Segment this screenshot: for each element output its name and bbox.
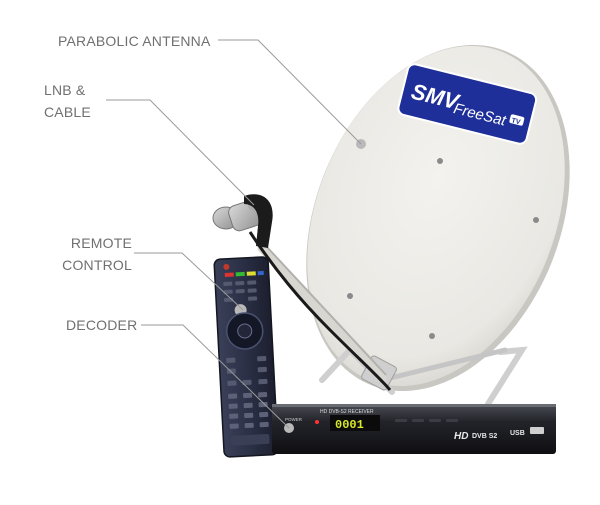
antenna-label: PARABOLIC ANTENNA: [58, 30, 211, 52]
remote-label: REMOTE CONTROL: [50, 232, 132, 276]
cable: [248, 231, 392, 391]
logo-tv-badge: [509, 114, 525, 126]
remote-control: [213, 256, 279, 458]
leader-lines: [106, 39, 362, 429]
decoder-body: [272, 404, 556, 454]
decoder-model-text: HD DVB-S2 RECEIVER: [320, 409, 374, 415]
lnb-label: LNB & CABLE: [44, 79, 100, 123]
remote-number-keys: [228, 391, 270, 446]
mount-arm: [379, 347, 508, 383]
leader-decoder: [141, 324, 290, 429]
remote-power-button: [223, 263, 230, 270]
dish-bolt: [429, 333, 435, 339]
antenna-label-text: PARABOLIC ANTENNA: [58, 33, 211, 49]
remote-blue-key: [257, 270, 264, 276]
decoder-front-buttons: [395, 419, 458, 422]
lnb: [212, 194, 273, 248]
decoder-dvb-label: DVB S2: [472, 433, 497, 440]
logo-tv-text: TV: [511, 117, 522, 126]
decoder: 0001 HD DVB-S2 RECEIVER POWER HD DVB S2 …: [272, 404, 556, 454]
remote-yellow-key: [246, 271, 256, 276]
remote-top-keys: [223, 280, 258, 302]
freesat-logo: SMV FreeSat TV: [397, 63, 538, 145]
decoder-label: DECODER: [66, 314, 137, 336]
logo-badge: [397, 63, 538, 145]
mount-leg: [485, 346, 528, 407]
decoder-usb-port: [530, 427, 544, 434]
remote-mid-keys: [226, 355, 268, 386]
decoder-label-text: DECODER: [66, 317, 138, 333]
leader-lnb: [106, 99, 255, 206]
remote-green-key: [235, 271, 245, 277]
dish-bolt: [533, 217, 539, 223]
decoder-power-label: POWER: [285, 417, 303, 422]
decoder-display-readout: 0001: [335, 418, 364, 432]
dish-bolt: [437, 158, 443, 164]
dish-bolt: [347, 293, 353, 299]
decoder-usb-label: USB: [510, 430, 525, 437]
decoder-hd-label: HD: [454, 431, 468, 442]
leader-antenna: [218, 39, 362, 145]
remote-ok-button: [237, 323, 253, 339]
lnb-clamp: [244, 194, 273, 248]
leader-remote: [134, 252, 244, 311]
lnb-label-line1: LNB &: [44, 82, 86, 98]
lnb-label-line2: CABLE: [44, 104, 91, 120]
decoder-top-edge: [272, 404, 556, 407]
remote-label-line2: CONTROL: [62, 257, 132, 273]
decoder-display: [330, 415, 380, 431]
remote-label-line1: REMOTE: [70, 235, 132, 251]
remote-red-key: [224, 272, 234, 277]
decoder-power-led: [315, 420, 319, 424]
feed-arm-edge: [265, 245, 387, 376]
feed-arm: [257, 243, 387, 383]
lnb-arm: [248, 231, 392, 391]
